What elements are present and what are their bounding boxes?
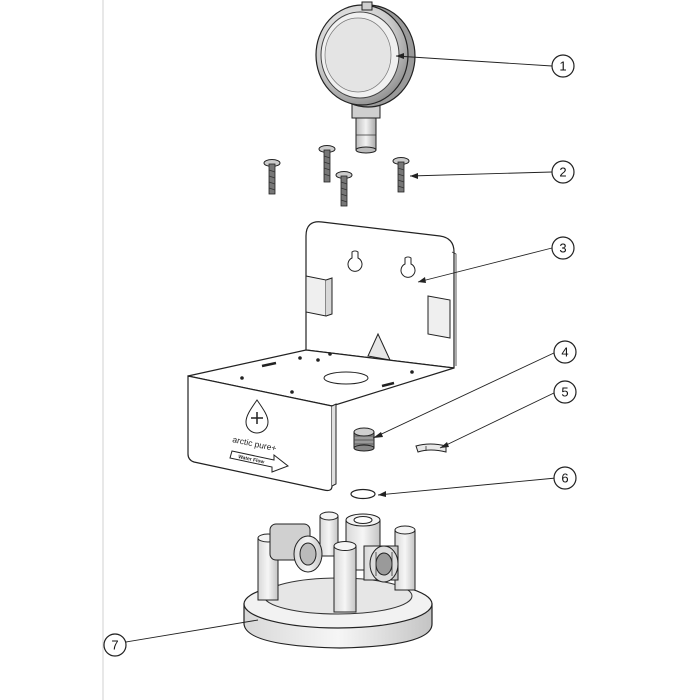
keyhole-slot: [400, 256, 416, 278]
filter-head-post: [394, 525, 416, 591]
bracket-back-plate: [305, 221, 455, 369]
svg-text:2: 2: [559, 165, 566, 180]
mounting-bracket: arctic pure+ Water Flow: [187, 221, 457, 492]
svg-text:6: 6: [561, 471, 568, 486]
callout-7: 7: [103, 633, 127, 657]
callout-5: 5: [553, 380, 577, 404]
keyhole-slot: [347, 250, 363, 272]
water-flow-arrow: [229, 450, 290, 473]
svg-text:5: 5: [561, 385, 568, 400]
mounting-screws: [263, 145, 410, 207]
bracket-gusset: [367, 332, 391, 361]
screw: [263, 159, 281, 195]
fitting: [353, 427, 375, 452]
filter-head: [243, 511, 433, 649]
leader-arrows: [373, 53, 449, 497]
o-ring: [350, 488, 376, 500]
bracket-tab: [427, 295, 451, 339]
screw: [318, 145, 336, 183]
retaining-clip: [415, 443, 447, 453]
filter-head-outlet-port: [363, 545, 399, 583]
callout-3: 3: [551, 236, 575, 260]
bracket-tab: [305, 275, 327, 317]
leader-lines: [125, 55, 557, 643]
callout-6: 6: [553, 466, 577, 490]
callout-2: 2: [551, 160, 575, 184]
svg-text:4: 4: [561, 345, 568, 360]
filter-head-inlet-port: [269, 523, 323, 573]
screw: [335, 171, 353, 207]
screw: [392, 157, 410, 193]
svg-text:1: 1: [559, 59, 566, 74]
flow-label: Water Flow: [238, 454, 265, 465]
svg-text:3: 3: [559, 241, 566, 256]
bracket-front-face: [187, 375, 333, 492]
callout-1: 1: [551, 54, 575, 78]
svg-text:7: 7: [111, 638, 118, 653]
pressure-gauge: [315, 1, 416, 154]
callout-4: 4: [553, 340, 577, 364]
filter-head-post: [333, 541, 357, 613]
